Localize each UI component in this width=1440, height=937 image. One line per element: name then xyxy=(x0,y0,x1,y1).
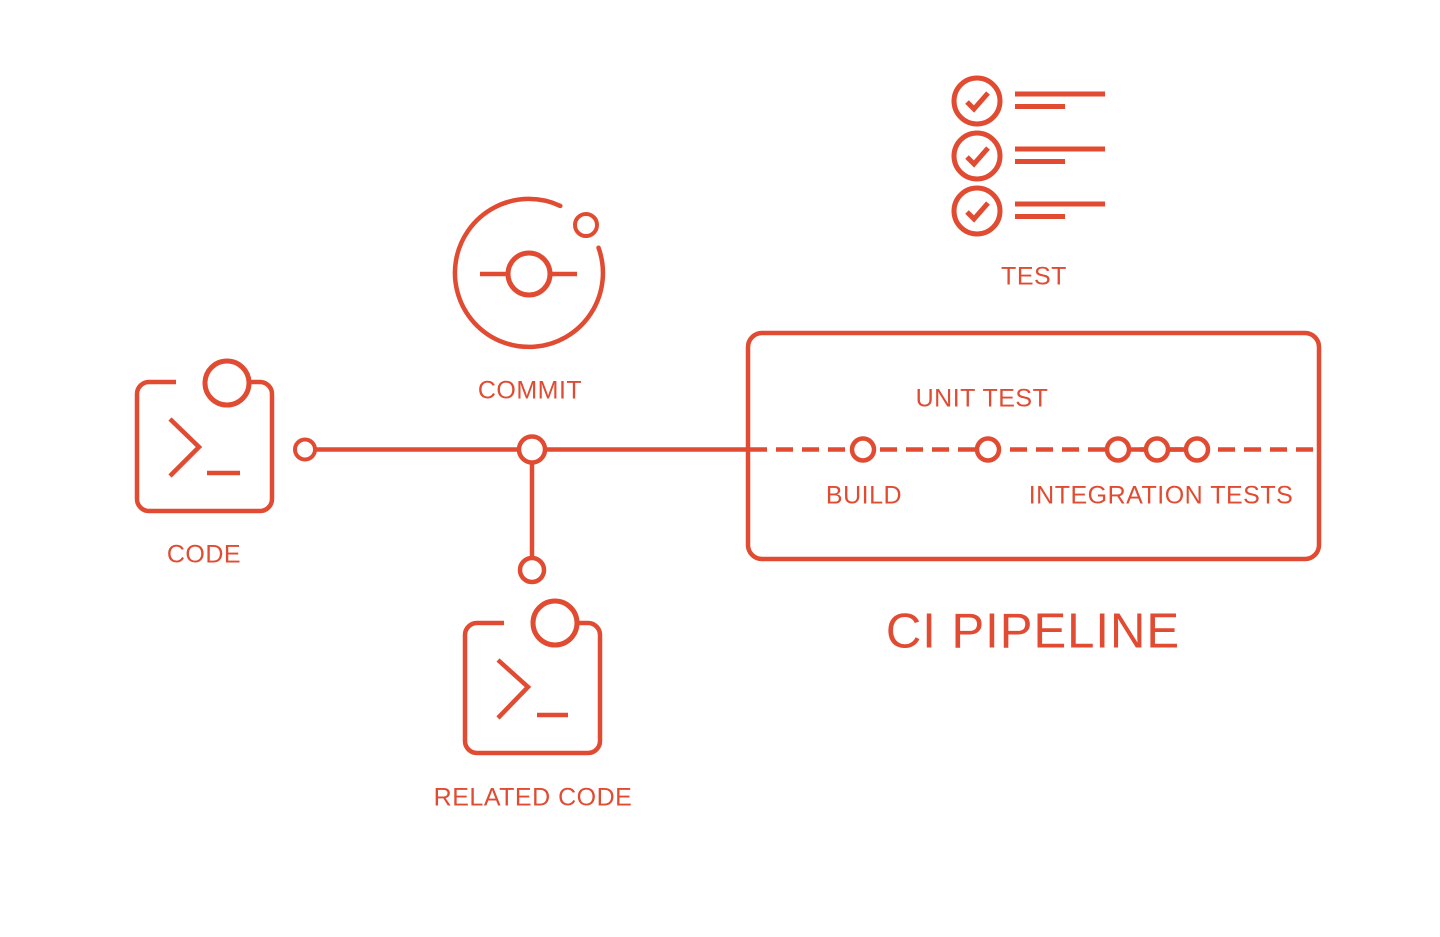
related-code-label: RELATED CODE xyxy=(433,783,633,812)
code-square xyxy=(134,379,275,514)
git-commit-icon xyxy=(452,196,606,350)
integration-tests-stage-label: INTEGRATION TESTS xyxy=(1028,481,1294,510)
integration-test-node-icon xyxy=(1104,436,1132,463)
check-circle-icon xyxy=(951,130,1003,182)
commit-label: COMMIT xyxy=(477,376,583,405)
pipeline-box xyxy=(745,330,1322,562)
integration-test-node-icon xyxy=(1143,436,1171,463)
commit-center-circle xyxy=(505,250,553,298)
code-connector-node-icon xyxy=(293,437,317,462)
unit-test-stage-label: UNIT TEST xyxy=(915,384,1049,413)
code-pin-circle xyxy=(202,358,252,408)
test-label: TEST xyxy=(1001,262,1067,291)
code-label: CODE xyxy=(166,540,242,569)
integration-test-node-icon xyxy=(1183,436,1211,463)
code-prompt-chevron xyxy=(168,417,203,478)
checkmark-icon xyxy=(965,91,990,113)
terminal-code-icon xyxy=(134,358,275,514)
related-code-connector-node-icon xyxy=(517,555,547,585)
commit-orbit-arc xyxy=(452,196,606,350)
checkmark-icon xyxy=(965,201,990,223)
check-circle-icon xyxy=(951,185,1003,237)
terminal-code-icon xyxy=(462,598,603,756)
pipeline-stage-nodes xyxy=(849,436,1211,463)
checkmark-icon xyxy=(965,146,990,168)
check-circle-icon xyxy=(951,75,1003,127)
checklist-icon xyxy=(951,75,1105,237)
related-code-prompt-chevron xyxy=(496,658,532,720)
unit-test-node-icon xyxy=(974,436,1002,463)
related-code-square xyxy=(462,620,603,756)
commit-satellite-circle xyxy=(573,212,599,238)
connector-lines xyxy=(305,447,750,570)
build-node-icon xyxy=(849,436,877,463)
diagram-title: CI PIPELINE xyxy=(885,604,1181,659)
build-stage-label: BUILD xyxy=(825,481,903,510)
related-code-pin-circle xyxy=(530,598,580,648)
commit-junction-node-icon xyxy=(516,434,548,465)
